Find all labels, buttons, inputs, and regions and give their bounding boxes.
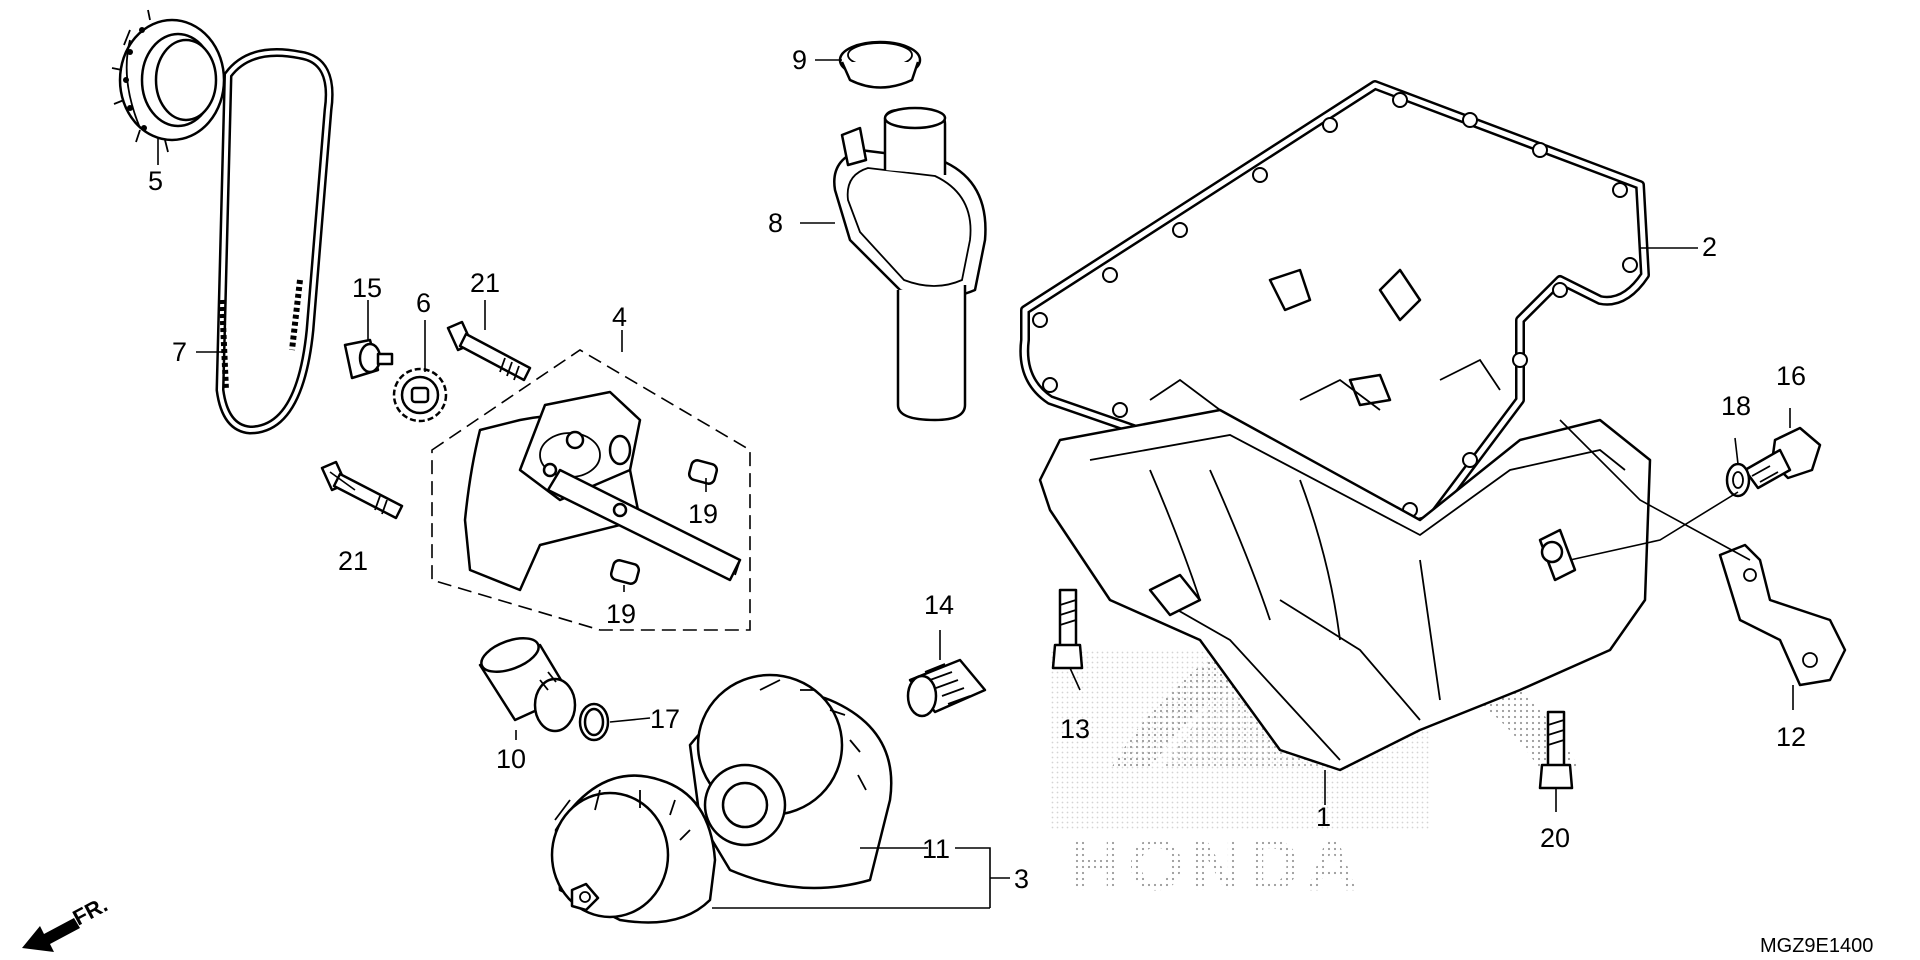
part-17-o-ring: [578, 702, 610, 742]
callout-21-upper: 21: [470, 268, 500, 298]
callout-18: 18: [1721, 391, 1751, 421]
callout-6: 6: [416, 288, 431, 318]
part-3-oil-filter-assembly: [550, 774, 717, 924]
part-19-dowel-upper: [687, 459, 719, 485]
part-14-stud: [906, 658, 987, 718]
part-4-oil-pump: [431, 349, 751, 631]
callout-16: 16: [1776, 361, 1806, 391]
callout-4: 4: [612, 302, 627, 332]
part-16-drain-bolt: [1743, 426, 1822, 490]
callout-19-upper: 19: [688, 499, 718, 529]
front-direction-marker: FR.: [22, 892, 112, 952]
part-11-oil-filter: [688, 673, 893, 890]
callout-17: 17: [650, 704, 680, 734]
callout-14: 14: [924, 590, 954, 620]
callout-1: 1: [1316, 802, 1331, 832]
callout-20: 20: [1540, 823, 1570, 853]
callout-5: 5: [148, 166, 163, 196]
callout-8: 8: [768, 208, 783, 238]
callout-7: 7: [172, 337, 187, 367]
callout-2: 2: [1702, 232, 1717, 262]
callout-19-lower: 19: [606, 599, 636, 629]
part-7-drive-chain: [215, 48, 334, 435]
part-12-bracket: [1718, 543, 1847, 687]
part-21-upper-bolt: [446, 320, 532, 382]
callout-11: 11: [922, 834, 950, 864]
callout-labels: 1 2 3 4 5 6 7 8 9 10 11 12 13 14 15 16 1…: [148, 45, 1806, 894]
part-18-washer: [1725, 462, 1751, 498]
part-19-dowel-lower: [609, 559, 641, 585]
callout-15: 15: [352, 273, 382, 303]
part-15-bolt: [343, 338, 394, 380]
callout-12: 12: [1776, 722, 1806, 752]
part-9-seal-ring: [838, 40, 922, 89]
part-21-lower-bolt: [320, 460, 404, 520]
watermark-text: HONDA: [1070, 826, 1364, 906]
part-6-pump-sprocket: [392, 367, 448, 423]
callout-9: 9: [792, 45, 807, 75]
diagram-reference-code: MGZ9E1400: [1760, 935, 1873, 957]
callout-13: 13: [1060, 714, 1090, 744]
callout-3: 3: [1014, 864, 1029, 894]
part-1-oil-pan: [1038, 268, 1652, 772]
part-8-oil-strainer: [833, 106, 987, 422]
leader-lines: [157, 59, 1794, 909]
callout-10: 10: [496, 744, 526, 774]
part-5-drive-sprocket: [111, 9, 226, 153]
part-2-gasket: [1019, 80, 1650, 530]
part-13-bolt: [1051, 588, 1084, 670]
part-20-bolt: [1538, 710, 1574, 790]
callout-21-lower: 21: [338, 546, 368, 576]
part-10-relief-valve: [478, 637, 577, 733]
